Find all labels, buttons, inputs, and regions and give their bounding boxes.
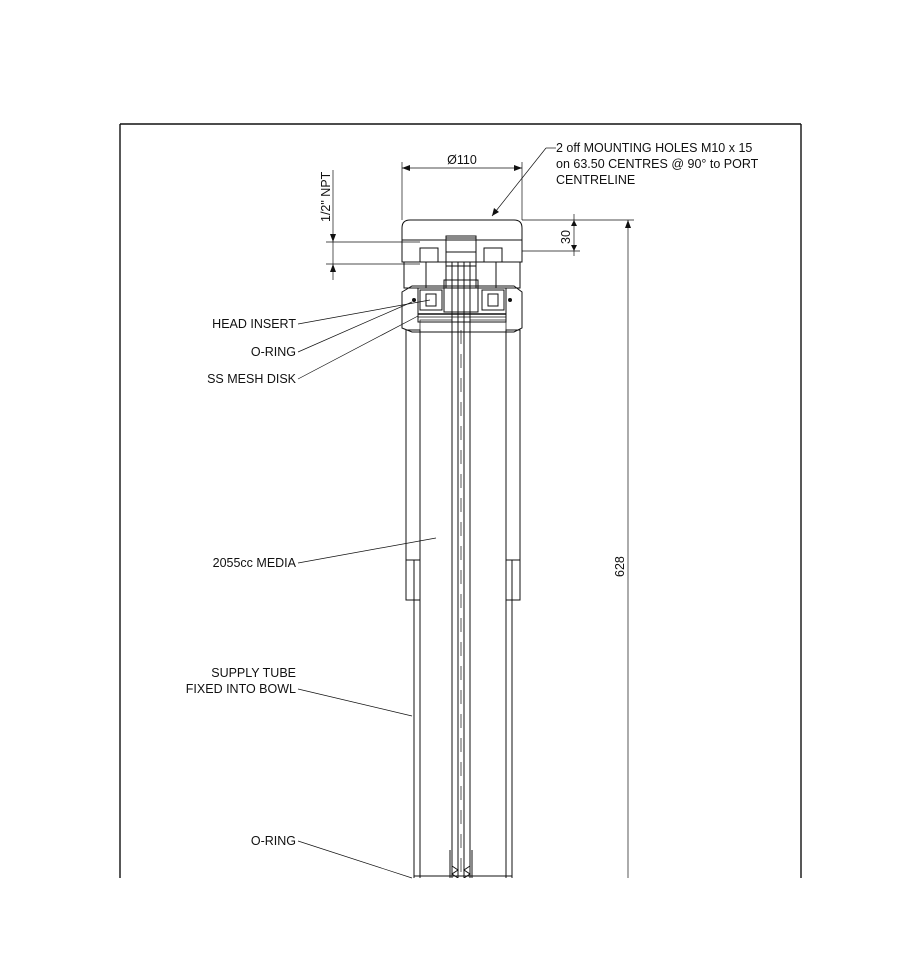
- o-ring-bottom-label: O-RING: [251, 834, 296, 848]
- filter-bowl-lower: [413, 559, 513, 878]
- callout-supply-tube: SUPPLY TUBE FIXED INTO BOWL: [186, 666, 413, 717]
- mounting-note-line3: CENTRELINE: [556, 173, 635, 187]
- callout-o-ring-top: O-RING: [251, 301, 413, 359]
- supply-tube: [414, 261, 512, 878]
- filter-head: [401, 219, 523, 333]
- ss-mesh-disk-label: SS MESH DISK: [207, 372, 297, 386]
- head-insert-label: HEAD INSERT: [212, 317, 296, 331]
- dimension-head-height: 30: [522, 214, 580, 256]
- o-ring-top-label: O-RING: [251, 345, 296, 359]
- supply-tube-label-line2: FIXED INTO BOWL: [186, 682, 296, 696]
- mounting-holes-note: 2 off MOUNTING HOLES M10 x 15 on 63.50 C…: [491, 141, 759, 217]
- callout-head-insert: HEAD INSERT: [212, 299, 431, 331]
- npt-label: 1/2" NPT: [319, 171, 333, 222]
- filter-media: [419, 319, 507, 878]
- supply-tube-label-line1: SUPPLY TUBE: [211, 666, 296, 680]
- mounting-note-line1: 2 off MOUNTING HOLES M10 x 15: [556, 141, 752, 155]
- dimension-diameter: Ø110: [401, 153, 523, 220]
- overall-length-label: 628: [613, 556, 627, 577]
- callout-media: 2055cc MEDIA: [213, 537, 437, 570]
- mounting-note-line2: on 63.50 CENTRES @ 90° to PORT: [556, 157, 759, 171]
- diameter-label: Ø110: [447, 153, 477, 167]
- drawing-frame: [119, 123, 802, 878]
- media-label: 2055cc MEDIA: [213, 556, 297, 570]
- dimension-overall-length: 628: [580, 219, 634, 878]
- dimension-npt: 1/2" NPT: [319, 170, 420, 280]
- callout-ss-mesh-disk: SS MESH DISK: [207, 315, 419, 386]
- filter-bowl-upper: [405, 329, 521, 601]
- callout-o-ring-bottom: O-RING: [251, 834, 413, 879]
- head-height-label: 30: [559, 230, 573, 244]
